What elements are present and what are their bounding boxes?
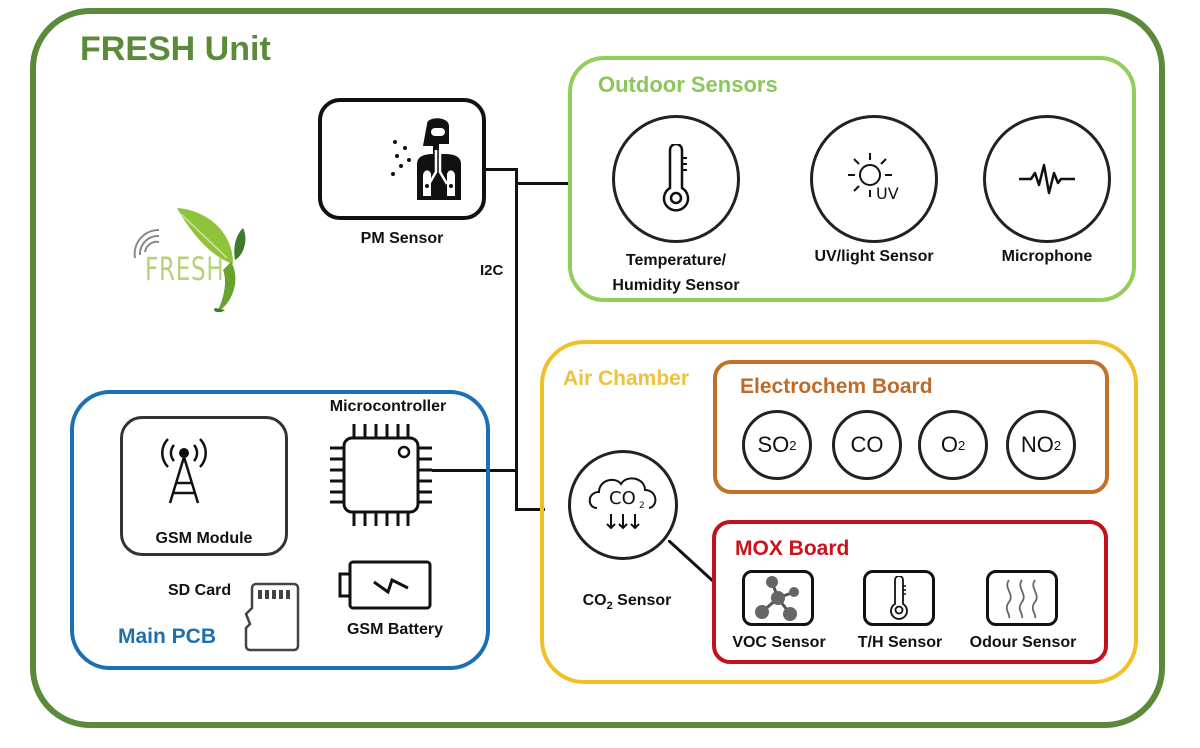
- pm-sensor: [318, 98, 486, 220]
- logo-text: FRESH: [145, 250, 225, 288]
- sun-uv-icon: UV: [848, 153, 899, 203]
- pm-sensor-label: PM Sensor: [360, 230, 444, 247]
- no2-sub: 2: [1053, 437, 1062, 453]
- microphone-label: Microphone: [1001, 248, 1093, 265]
- air-chamber-group: [540, 340, 1138, 684]
- wire-bus-to-air-chamber: [515, 508, 545, 511]
- outdoor-sensors-title: Outdoor Sensors: [598, 72, 778, 97]
- wire-bus-to-outdoor: [515, 182, 571, 185]
- mox-board-title: MOX Board: [735, 537, 850, 560]
- co2-icon-text: CO: [609, 488, 636, 509]
- co2-label-main: CO: [582, 592, 607, 609]
- molecule-icon: [755, 576, 799, 621]
- o2-main: O: [940, 432, 958, 457]
- sd-card-label: SD Card: [168, 582, 232, 599]
- electrochem-board-title: Electrochem Board: [740, 375, 933, 398]
- uv-icon-text: UV: [876, 184, 899, 203]
- wire-pm-to-bus: [486, 168, 517, 171]
- air-chamber-title: Air Chamber: [563, 367, 690, 390]
- sound-wave-icon: [1019, 163, 1075, 195]
- thermometer-icon: [890, 576, 908, 620]
- leaf-wifi-logo-icon: [133, 208, 246, 313]
- temperature-label-line2: Humidity Sensor: [612, 277, 740, 294]
- o2-sub: 2: [957, 437, 966, 453]
- microcontroller: [326, 420, 436, 530]
- co-main: CO: [850, 432, 884, 457]
- odour-sensor-label: Odour Sensor: [969, 634, 1077, 651]
- temperature-humidity-label: Temperature/ Humidity Sensor: [596, 248, 756, 298]
- battery-icon: [338, 560, 432, 610]
- outdoor-sensors-group: [568, 56, 1136, 302]
- th-sensor-label: T/H Sensor: [857, 634, 943, 651]
- sd-card: [242, 580, 302, 652]
- fresh-logo: FRESH: [125, 200, 255, 315]
- thermometer-icon: [662, 144, 690, 212]
- so2-sub: 2: [789, 437, 797, 453]
- gsm-module-label: GSM Module: [155, 530, 253, 547]
- no2-main: NO: [1020, 432, 1054, 457]
- temperature-humidity-sensor: [612, 115, 740, 243]
- wire-co2-to-mox: [666, 538, 728, 590]
- i2c-label: I2C: [480, 262, 504, 279]
- voc-sensor-label: VOC Sensor: [732, 634, 826, 651]
- person-lungs-particles-icon: [391, 118, 461, 200]
- odour-waves-icon: [1005, 579, 1038, 619]
- so2-main: SO: [757, 432, 790, 457]
- gsm-battery: [338, 560, 434, 612]
- microcontroller-label: Microcontroller: [329, 398, 447, 415]
- i2c-bus-line: [515, 168, 518, 510]
- odour-sensor: [986, 570, 1058, 626]
- wire-mcu-to-bus: [432, 469, 518, 472]
- uv-light-sensor: UV: [810, 115, 938, 243]
- uv-light-label: UV/light Sensor: [814, 248, 934, 265]
- main-pcb-title: Main PCB: [118, 625, 217, 648]
- temperature-label-line1: Temperature/: [625, 252, 727, 269]
- fresh-unit-frame: [30, 8, 1165, 728]
- co2-cloud-icon: CO 2: [588, 477, 657, 530]
- electrochem-board-group: [713, 360, 1109, 494]
- gsm-battery-label: GSM Battery: [346, 621, 444, 638]
- diagram-title: FRESH Unit: [80, 30, 271, 68]
- mox-board-group: [712, 520, 1108, 664]
- gsm-module: [120, 416, 288, 556]
- co2-label-rest: Sensor: [612, 592, 672, 609]
- sd-card-icon: [244, 582, 300, 652]
- th-sensor: [863, 570, 935, 626]
- co-sensor: CO: [832, 410, 902, 480]
- chip-icon: [330, 424, 432, 526]
- co2-sensor: CO 2: [568, 450, 678, 560]
- co2-label-sub: 2: [606, 600, 613, 613]
- microphone-sensor: [983, 115, 1111, 243]
- voc-sensor: [742, 570, 814, 626]
- co2-sensor-label: CO2 Sensor: [572, 592, 682, 612]
- main-pcb-group: [70, 390, 490, 670]
- co2-icon-sub: 2: [639, 501, 645, 511]
- antenna-tower-icon: [161, 438, 207, 504]
